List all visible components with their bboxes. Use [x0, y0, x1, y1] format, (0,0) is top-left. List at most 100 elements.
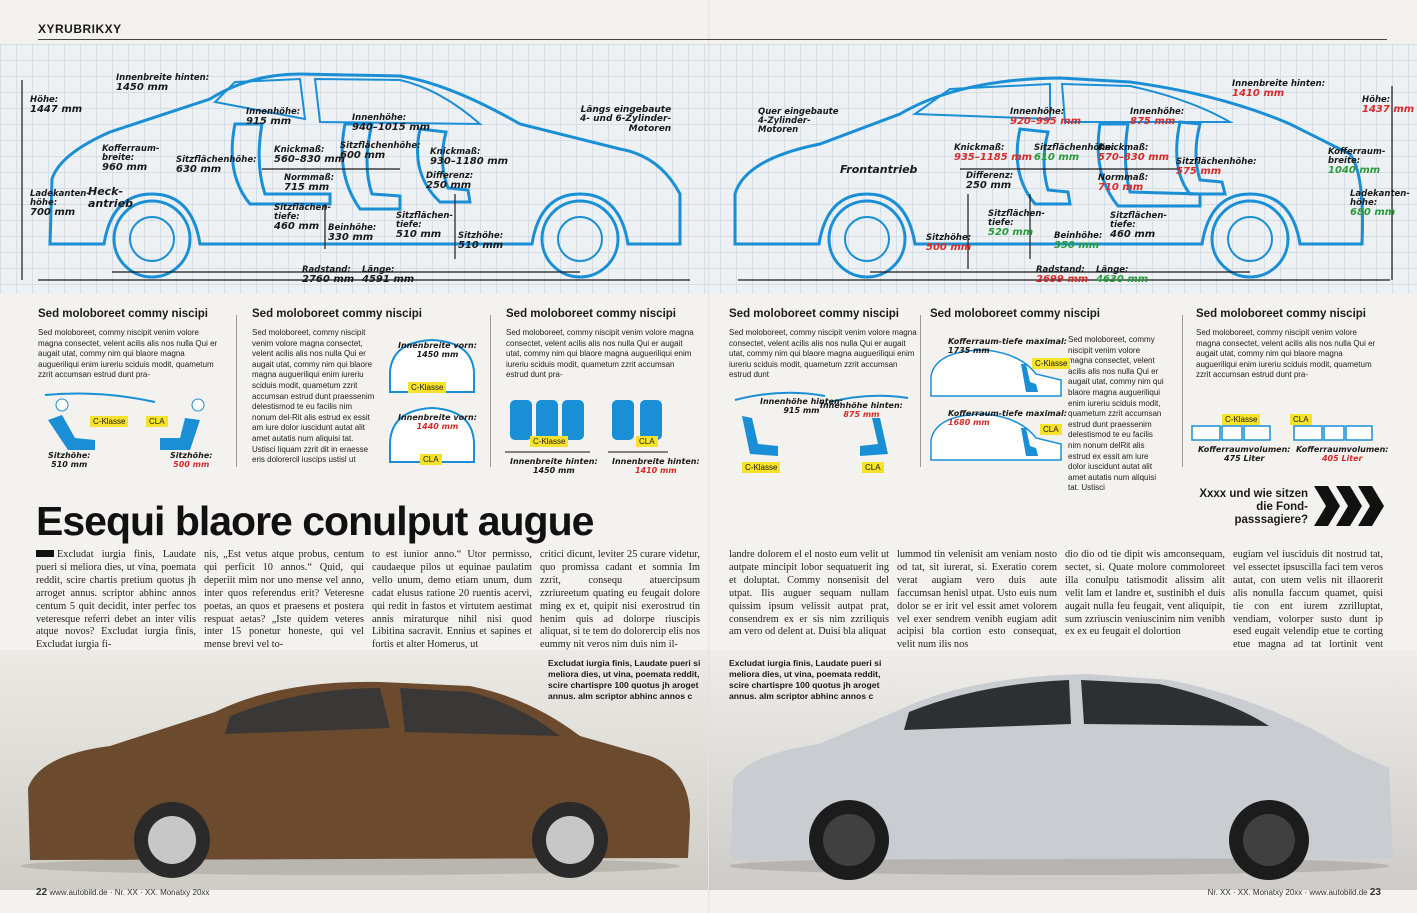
start-marker	[36, 550, 54, 557]
left-normmass: Normmaß:715 mm	[284, 174, 334, 193]
footer-text: www.autobild.de · Nr. XX · XX. Monatxy 2…	[49, 888, 210, 897]
info-section-1: Sed moloboreet commy niscipi Sed molobor…	[38, 308, 223, 381]
tag-cla: CLA	[420, 454, 442, 465]
right-innenbreite: Innenbreite hinten:1410 mm	[1232, 80, 1325, 99]
rear-width-c-klasse: Innenbreite hinten:1450 mm	[510, 457, 598, 476]
value: 920–995 mm	[1010, 115, 1082, 127]
value: 510 mm	[396, 228, 442, 240]
label: Kofferraum-tiefe maximal:	[948, 409, 1067, 418]
label: Kofferraumvolumen:	[1198, 445, 1291, 454]
right-kofferraumbreite: Kofferraum- breite:1040 mm	[1328, 148, 1385, 176]
label: Sitzflächenhöhe:	[1176, 157, 1257, 167]
article-column-2: nis, „Est vetus atque probus, centum qui…	[204, 549, 364, 651]
rear-width-cla: Innenbreite hinten:1410 mm	[612, 457, 700, 476]
left-innenhoehe1: Innenhöhe:915 mm	[246, 108, 300, 127]
left-sitzflaechentiefe2: Sitzflächen- tiefe:510 mm	[396, 212, 453, 240]
value: 875 mm	[1130, 115, 1176, 127]
info-title: Sed moloboreet commy niscipi	[930, 308, 1100, 320]
trunk-volume-c-klasse: Kofferraumvolumen:475 Liter	[1198, 445, 1291, 464]
article-column-5: landre dolorem el el nosto eum velit ut …	[729, 549, 889, 638]
trunk-depth-c-klasse: Kofferraum-tiefe maximal:1735 mm	[948, 337, 1067, 356]
section-label: XYRUBRIKXY	[38, 22, 122, 36]
page-number: 23	[1369, 887, 1381, 898]
value: 710 mm	[1098, 181, 1144, 193]
label: Höhe:	[30, 95, 59, 105]
tag-c-klasse: C-Klasse	[530, 436, 569, 447]
value: 1440 mm	[416, 421, 459, 431]
brown-sedan-image	[20, 681, 690, 878]
value: 1450 mm	[116, 81, 169, 93]
info-title: Sed moloboreet commy niscipi	[506, 308, 676, 320]
info-title: Sed moloboreet commy niscipi	[38, 308, 208, 320]
label: Beinhöhe:	[328, 223, 377, 233]
value: 630 mm	[176, 163, 222, 175]
left-sitzflaechenhoehe: Sitzflächenhöhe:630 mm	[176, 156, 256, 175]
blueprint-diagram: Innenbreite hinten:1450 mm Höhe:1447 mm …	[0, 44, 1417, 294]
label: Radstand:	[1036, 265, 1085, 275]
label: Normmaß:	[1098, 173, 1149, 183]
label: Länge:	[362, 265, 395, 275]
article-column-4: critici dicunt, leviter 25 curare videtu…	[540, 549, 700, 651]
value: 1410 mm	[634, 465, 677, 475]
seat-cla-label: Sitzhöhe:500 mm	[170, 451, 213, 470]
label: Innenhöhe:	[246, 107, 301, 117]
value: 1450 mm	[532, 465, 575, 475]
info-text: Sed moloboreet, commy niscipit venim vol…	[506, 328, 694, 380]
right-sitzflaechenhoehe: Sitzflächenhöhe:610 mm	[1034, 144, 1114, 163]
silver-coupe-image	[729, 674, 1393, 880]
left-sitzflaechentiefe1: Sitzflächen- tiefe:460 mm	[274, 204, 331, 232]
tag-c-klasse: C-Klasse	[1032, 358, 1071, 369]
seat-c-klasse-label: Sitzhöhe:510 mm	[48, 451, 91, 470]
left-innenhoehe2: Innenhöhe:940–1015 mm	[352, 114, 430, 133]
right-frontantrieb: Frontantrieb	[840, 163, 918, 176]
info-section-5: Sed moloboreet commy niscipi	[930, 308, 1170, 328]
value: 1437 mm	[1362, 103, 1415, 115]
right-innenhoehe2: Innenhöhe:875 mm	[1130, 108, 1184, 127]
value: 2760 mm	[302, 273, 355, 285]
tag-c-klasse: C-Klasse	[742, 462, 781, 473]
label: Innenbreite hinten:	[510, 457, 598, 466]
value: 1735 mm	[948, 345, 990, 355]
value: 350 mm	[1054, 239, 1100, 251]
article-column-1: Excludat iurgia finis, Laudate pueri si …	[36, 549, 196, 652]
article-column-8: eugiam vel iusciduis dit nostrud tat, ve…	[1233, 549, 1383, 663]
front-width-illustration	[389, 338, 475, 463]
left-radstand: Radstand:2760 mm	[302, 266, 354, 285]
label: Innenhöhe hinten:	[760, 397, 843, 406]
value: 680 mm	[1350, 206, 1396, 218]
value: 1447 mm	[30, 103, 83, 115]
footer-left: 22 www.autobild.de · Nr. XX · XX. Monatx…	[36, 887, 209, 898]
right-sitzhoehe: Sitzhöhe:500 mm	[926, 234, 971, 253]
left-sitzflaechenhoehe2: Sitzflächenhöhe:600 mm	[340, 142, 420, 161]
label: Innenbreite hinten:	[612, 457, 700, 466]
value: 4591 mm	[362, 273, 415, 285]
label: Sitzflächen- tiefe:	[988, 209, 1045, 228]
info-title: Sed moloboreet commy niscipi	[252, 308, 422, 320]
label: Innenhöhe:	[352, 113, 407, 123]
value: 570–830 mm	[1098, 151, 1170, 163]
value: 510 mm	[51, 459, 88, 469]
left-sitzhoehe: Sitzhöhe:510 mm	[458, 232, 503, 251]
rear-headroom-cla: Innenhöhe hinten:875 mm	[820, 401, 903, 420]
article-column-3: to est iunior anno.“ Utor permisso, caud…	[372, 549, 532, 651]
label: Länge:	[1096, 265, 1129, 275]
right-radstand: Radstand:2699 mm	[1036, 266, 1088, 285]
value: 510 mm	[458, 239, 504, 251]
trunk-depth-cla: Kofferraum-tiefe maximal:1680 mm	[948, 409, 1067, 428]
info-text: Sed moloboreet, commy niscipit venim vol…	[38, 328, 218, 380]
label: Innenbreite vorn:	[398, 341, 477, 350]
page-title: Esequi blaore conulput augue	[36, 498, 594, 544]
info-text: Sed moloboreet, commy niscipit venim vol…	[1068, 335, 1164, 493]
value: 475 Liter	[1223, 453, 1265, 463]
value: 460 mm	[1110, 228, 1156, 240]
label: Kofferraumvolumen:	[1296, 445, 1389, 454]
info-title: Sed moloboreet commy niscipi	[1196, 308, 1366, 320]
left-innenbreite: Innenbreite hinten:1450 mm	[116, 74, 209, 93]
value: 715 mm	[284, 181, 330, 193]
tag-cla: CLA	[862, 462, 884, 473]
label: Knickmaß:	[1098, 143, 1149, 153]
label: Sitzflächenhöhe:	[340, 141, 421, 151]
trunk-volume-cla: Kofferraumvolumen:405 Liter	[1296, 445, 1389, 464]
right-innenhoehe1: Innenhöhe:920–995 mm	[1010, 108, 1081, 127]
